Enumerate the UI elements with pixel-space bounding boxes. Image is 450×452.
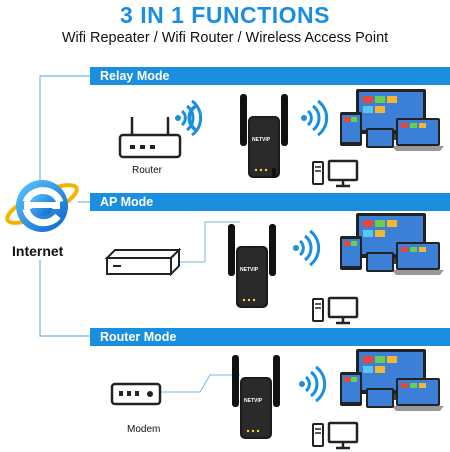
client-devices-group xyxy=(340,89,444,151)
desktop-computer-icon xyxy=(312,421,359,450)
wifi-extender-device xyxy=(232,355,280,439)
modem-label: Modem xyxy=(127,424,161,435)
router-icon xyxy=(118,117,182,159)
wifi-extender-device xyxy=(228,224,276,308)
desktop-computer-icon xyxy=(312,159,359,188)
internet-label: Internet xyxy=(12,243,64,259)
internet-explorer-icon xyxy=(5,180,79,232)
device-brand-label: NETVIP xyxy=(240,267,259,273)
modem-icon xyxy=(110,382,162,406)
mode-bar-ap: AP Mode xyxy=(90,193,450,211)
wifi-signal-icon xyxy=(175,99,203,137)
device-brand-label: NETVIP xyxy=(244,398,263,404)
client-devices-group xyxy=(340,349,444,411)
wifi-signal-icon xyxy=(299,365,327,403)
wifi-signal-icon xyxy=(301,99,329,137)
page-title: 3 IN 1 FUNCTIONS xyxy=(120,2,330,28)
client-devices-group xyxy=(340,213,444,275)
router-label: Router xyxy=(132,165,163,176)
wifi-extender-device xyxy=(240,94,288,178)
mode-bar-router: Router Mode xyxy=(90,328,450,346)
mode-bar-relay: Relay Mode xyxy=(90,67,450,85)
wifi-signal-icon xyxy=(293,229,321,267)
desktop-computer-icon xyxy=(312,296,359,325)
switch-icon xyxy=(104,247,182,277)
page-subtitle: Wifi Repeater / Wifi Router / Wireless A… xyxy=(61,30,389,46)
device-brand-label: NETVIP xyxy=(252,137,271,143)
